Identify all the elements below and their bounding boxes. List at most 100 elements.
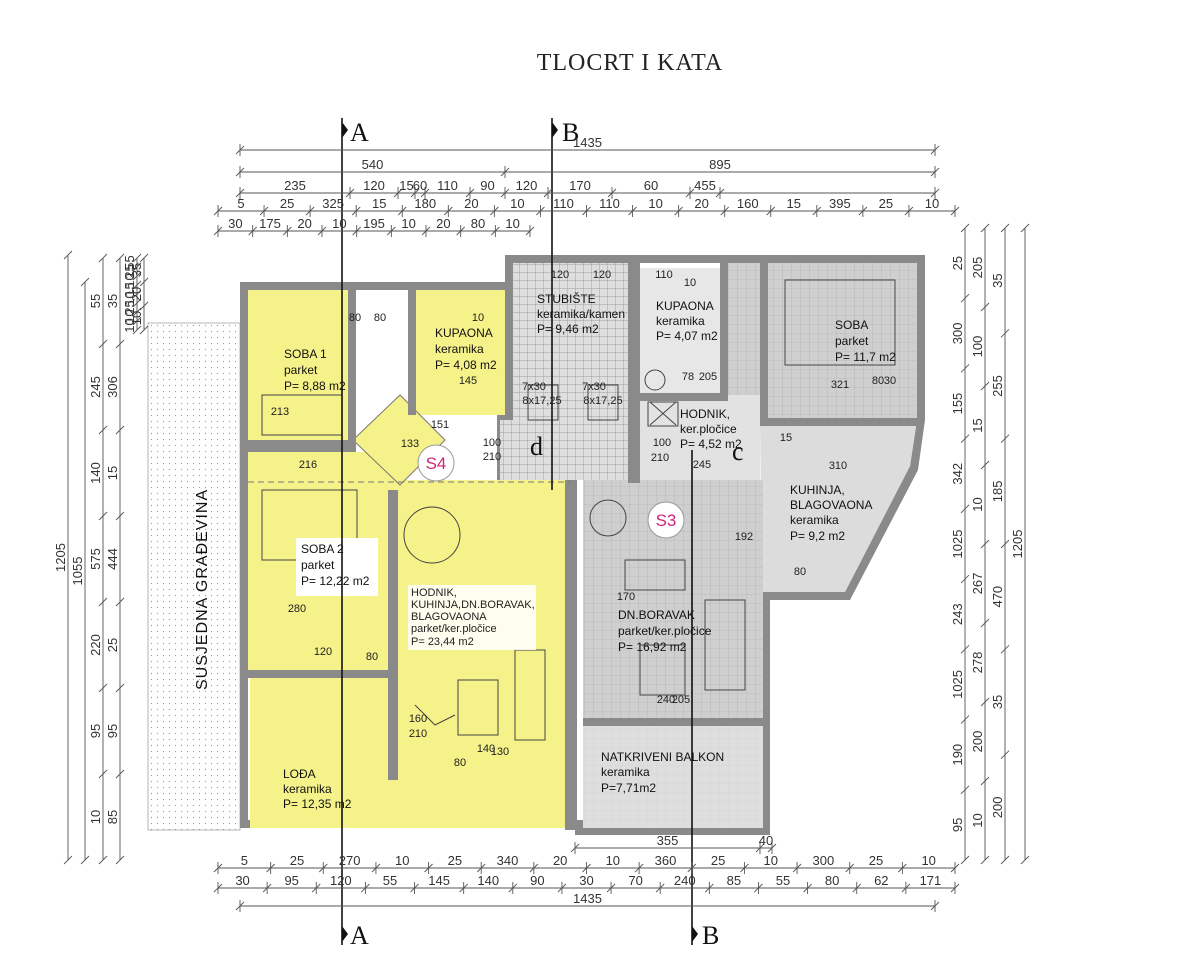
svg-text:SOBA: SOBA <box>835 318 868 332</box>
inner-dim: 120 <box>593 269 611 281</box>
stairwell: d <box>500 263 635 480</box>
bottom-dim-r2-label: 55 <box>383 873 397 888</box>
top-dim-r3-label: 120 <box>516 178 538 193</box>
top-dim-r3-label: 455 <box>694 178 716 193</box>
svg-text:KUPAONA: KUPAONA <box>435 326 493 340</box>
top-dim-r3-label: 15 <box>399 178 413 193</box>
neighbor-label: SUSJEDNA GRAĐEVINA <box>194 489 211 690</box>
room-loda: LOĐA keramika P= 12,35 m2 <box>283 767 352 811</box>
left-dim-col3-label: 55 <box>122 255 137 269</box>
svg-text:HODNIK,: HODNIK, <box>680 407 730 421</box>
top-dim-r4-label: 25 <box>879 196 893 211</box>
inner-dim: 8x17,25 <box>522 395 561 407</box>
svg-text:SOBA 1: SOBA 1 <box>284 347 327 361</box>
inner-dim: 30 <box>884 375 896 387</box>
top-dim-r3-label: 60 <box>413 178 427 193</box>
top-dim-r3-label: 60 <box>644 178 658 193</box>
inner-dim: 213 <box>271 406 289 418</box>
right-dim-col1-label: 255 <box>990 375 1005 397</box>
room-labels: SOBA 1 parket P= 8,88 m2 KUPAONA keramik… <box>283 291 896 828</box>
svg-text:KUPAONA: KUPAONA <box>656 299 714 313</box>
inner-dim: 240 <box>657 694 675 706</box>
left-dim-col2-label: 306 <box>105 376 120 398</box>
left-dim-col1-label: 245 <box>88 376 103 398</box>
inner-dim: 80 <box>374 312 386 324</box>
svg-text:keramika: keramika <box>601 765 650 779</box>
room-kuhinja-s3: KUHINJA, BLAGOVAONA keramika P= 9,2 m2 <box>790 483 872 543</box>
inner-dim: 7x30 <box>582 381 606 393</box>
svg-text:keramika: keramika <box>435 342 484 356</box>
right-dim-col3-label: 1025 <box>950 670 965 699</box>
inner-dim: 78 <box>682 371 694 383</box>
svg-text:P= 16,92 m2: P= 16,92 m2 <box>618 640 687 654</box>
bottom-dim-r1-label: 25 <box>711 853 725 868</box>
left-dim-col2-label: 95 <box>105 724 120 738</box>
inner-dim: 10 <box>684 277 696 289</box>
svg-text:HODNIK,: HODNIK, <box>411 587 457 599</box>
left-dim-col3-label: 10 <box>122 318 137 332</box>
inner-dim: 310 <box>829 460 847 472</box>
svg-text:NATKRIVENI BALKON: NATKRIVENI BALKON <box>601 750 724 764</box>
bottom-dim-r2-label: 171 <box>920 873 942 888</box>
top-dim-r5-label: 30 <box>228 216 242 231</box>
svg-text:ker.pločice: ker.pločice <box>680 422 737 436</box>
svg-text:keramika: keramika <box>790 513 839 527</box>
right-dim-col3-label: 1025 <box>950 530 965 559</box>
svg-text:keramika/kamen: keramika/kamen <box>537 307 625 321</box>
room-soba-s3: SOBA parket P= 11,7 m2 <box>835 318 896 364</box>
left-dim-col1-label: 10 <box>88 810 103 824</box>
label-c: c <box>732 437 744 466</box>
svg-text:parket/ker.pločice: parket/ker.pločice <box>411 623 497 635</box>
room-hodnik-s3: HODNIK, ker.pločice P= 4,52 m2 <box>680 407 742 451</box>
left-dim-col3-label: 10 <box>122 273 137 287</box>
inner-dim: 216 <box>299 459 317 471</box>
bottom-dim-r2-label: 80 <box>825 873 839 888</box>
inner-dim: 80 <box>454 757 466 769</box>
bottom-dim-top-label: 40 <box>759 833 773 848</box>
top-dim-r5-label: 10 <box>332 216 346 231</box>
svg-text:P= 8,88 m2: P= 8,88 m2 <box>284 379 346 393</box>
right-dim-col3-label: 25 <box>950 256 965 270</box>
unit-tags: S4 S3 <box>417 444 685 539</box>
unit-tag-s3: S3 <box>656 511 677 530</box>
left-dim-col3-label: 15 <box>122 282 137 296</box>
svg-text:P= 12,22 m2: P= 12,22 m2 <box>301 574 370 588</box>
inner-dim: 192 <box>735 531 753 543</box>
bottom-dim-r2-label: 120 <box>330 873 352 888</box>
top-dim-r4-label: 110 <box>599 196 620 211</box>
room-dnboravak-s3: DN.BORAVAK parket/ker.pločice P= 16,92 m… <box>618 608 712 654</box>
room-loda-fill <box>250 678 390 828</box>
top-dim-r5-label: 80 <box>471 216 485 231</box>
svg-text:P= 11,7 m2: P= 11,7 m2 <box>835 350 896 364</box>
inner-dim: 133 <box>401 438 419 450</box>
room-soba1-fill <box>248 290 353 440</box>
bottom-dim-r2-label: 140 <box>477 873 499 888</box>
svg-text:P=7,71m2: P=7,71m2 <box>601 781 656 795</box>
top-dim-r4-label: 10 <box>925 196 939 211</box>
bottom-dim-r1-label: 10 <box>921 853 935 868</box>
svg-text:parket: parket <box>301 558 335 572</box>
section-b-bottom: B <box>702 921 719 950</box>
right-dim-col2-label: 205 <box>970 257 985 279</box>
inner-dim: 321 <box>831 379 849 391</box>
svg-text:keramika: keramika <box>283 782 332 796</box>
inner-dim: 151 <box>431 419 449 431</box>
inner-dim: 80 <box>872 375 884 387</box>
bottom-dim-r2-label: 85 <box>727 873 741 888</box>
left-dim-col3-label: 10 <box>122 291 137 305</box>
right-dim-col3-label: 300 <box>950 322 965 344</box>
top-dim-r4-label: 15 <box>787 196 801 211</box>
inner-dim: 160 <box>409 713 427 725</box>
room-balkon: NATKRIVENI BALKON keramika P=7,71m2 <box>583 726 763 828</box>
bottom-dim-r1-label: 300 <box>813 853 835 868</box>
inner-dim: 8x17,25 <box>583 395 622 407</box>
top-dim-r4-label: 25 <box>280 196 294 211</box>
top-dim-r5-label: 10 <box>505 216 519 231</box>
inner-dim: 210 <box>651 452 669 464</box>
inner-dim: 80 <box>366 651 378 663</box>
room-kupaona-fill <box>415 290 505 415</box>
left-dim-mid-label: 1055 <box>70 557 85 586</box>
bottom-dim-r2-label: 145 <box>428 873 450 888</box>
